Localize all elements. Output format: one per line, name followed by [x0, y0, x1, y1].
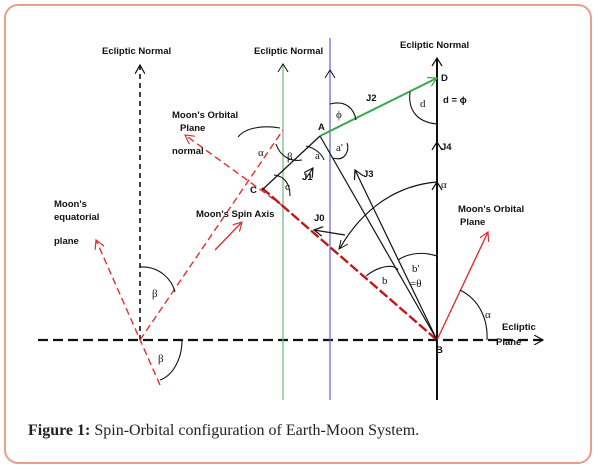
angle-b-prime-2: =θ [410, 278, 421, 290]
figure-caption: Figure 1: Spin-Orbital configuration of … [28, 422, 419, 440]
angle-a-prime: a' [336, 142, 343, 154]
label-equatorial-plane-1: Moon's [54, 199, 87, 210]
arc-phi [329, 102, 357, 121]
point-a: A [318, 122, 325, 133]
orbital-plane-normal-line [185, 135, 284, 207]
label-ecliptic-plane-1: Ecliptic [502, 322, 536, 333]
angle-beta-3: β [158, 353, 164, 365]
j3-line [355, 170, 438, 341]
label-equatorial-plane-3: plane [54, 236, 79, 247]
label-equatorial-plane-2: equatorial [54, 212, 99, 223]
spin-axis-arrow [214, 222, 242, 251]
arc-alpha-right [459, 289, 488, 341]
label-orbital-plane-normal-1: Moon's Orbital [172, 110, 238, 121]
angle-b-prime-1: b' [412, 263, 420, 275]
arc-alpha-left [237, 126, 281, 138]
arc-beta-left-bottom [159, 339, 183, 381]
label-j4: J4 [441, 142, 452, 153]
j1-arrow [305, 168, 313, 181]
angle-a: a [315, 150, 320, 162]
angle-beta-2: β [152, 288, 158, 300]
c-to-b-line [261, 187, 438, 341]
moon-spin-axis-line [139, 129, 284, 341]
label-orbital-plane-2: Plane [460, 217, 485, 228]
label-j2: J2 [366, 93, 377, 104]
label-j3: J3 [363, 169, 374, 180]
angle-alpha-3: α [485, 309, 491, 321]
label-orbital-plane-1: Moon's Orbital [458, 204, 524, 215]
a-to-b-line [319, 135, 438, 341]
angle-alpha-2: α [441, 179, 447, 191]
arc-beta-left-top [139, 266, 176, 293]
arc-d [409, 91, 438, 125]
arc-c [273, 174, 291, 197]
j4-arrow [431, 140, 443, 151]
label-ecliptic-normal-mid: Ecliptic Normal [254, 46, 323, 57]
angle-alpha-1: α [258, 147, 264, 159]
angle-beta-1: β [287, 151, 293, 163]
arc-a [305, 145, 325, 161]
label-ecliptic-normal-left: Ecliptic Normal [102, 46, 171, 57]
label-ecliptic-normal-right: Ecliptic Normal [400, 40, 469, 51]
figure-frame [4, 4, 592, 464]
arc-b-prime [397, 252, 438, 261]
caption-label: Figure 1: [28, 422, 91, 439]
label-orbital-plane-normal-2: Plane [180, 123, 205, 134]
label-j1: J1 [302, 172, 313, 183]
equatorial-plane-line [96, 240, 161, 386]
angle-c: c [285, 181, 290, 193]
arc-a-prime [332, 142, 349, 160]
angle-phi: ϕ [336, 109, 342, 121]
label-j0: J0 [314, 213, 325, 224]
point-d: D [441, 73, 448, 84]
caption-text: Spin-Orbital configuration of Earth-Moon… [90, 422, 420, 439]
moon-orbital-plane-line [436, 232, 488, 341]
point-b: B [436, 345, 443, 356]
arc-b [365, 265, 399, 277]
label-spin-axis: Moon's Spin Axis [196, 209, 274, 220]
label-d-eq-phi: d = ϕ [443, 95, 467, 106]
j2-vector [319, 78, 437, 137]
j3-curve [339, 181, 438, 249]
angle-b: b [382, 275, 388, 287]
label-orbital-plane-normal-3: normal [172, 146, 204, 157]
a-to-c-line [261, 135, 321, 191]
arc-beta-mid [275, 143, 303, 161]
label-ecliptic-plane-2: Plane [496, 337, 521, 348]
angle-d: d [420, 98, 426, 110]
point-c: C [250, 185, 257, 196]
j0-arrow [314, 230, 346, 235]
